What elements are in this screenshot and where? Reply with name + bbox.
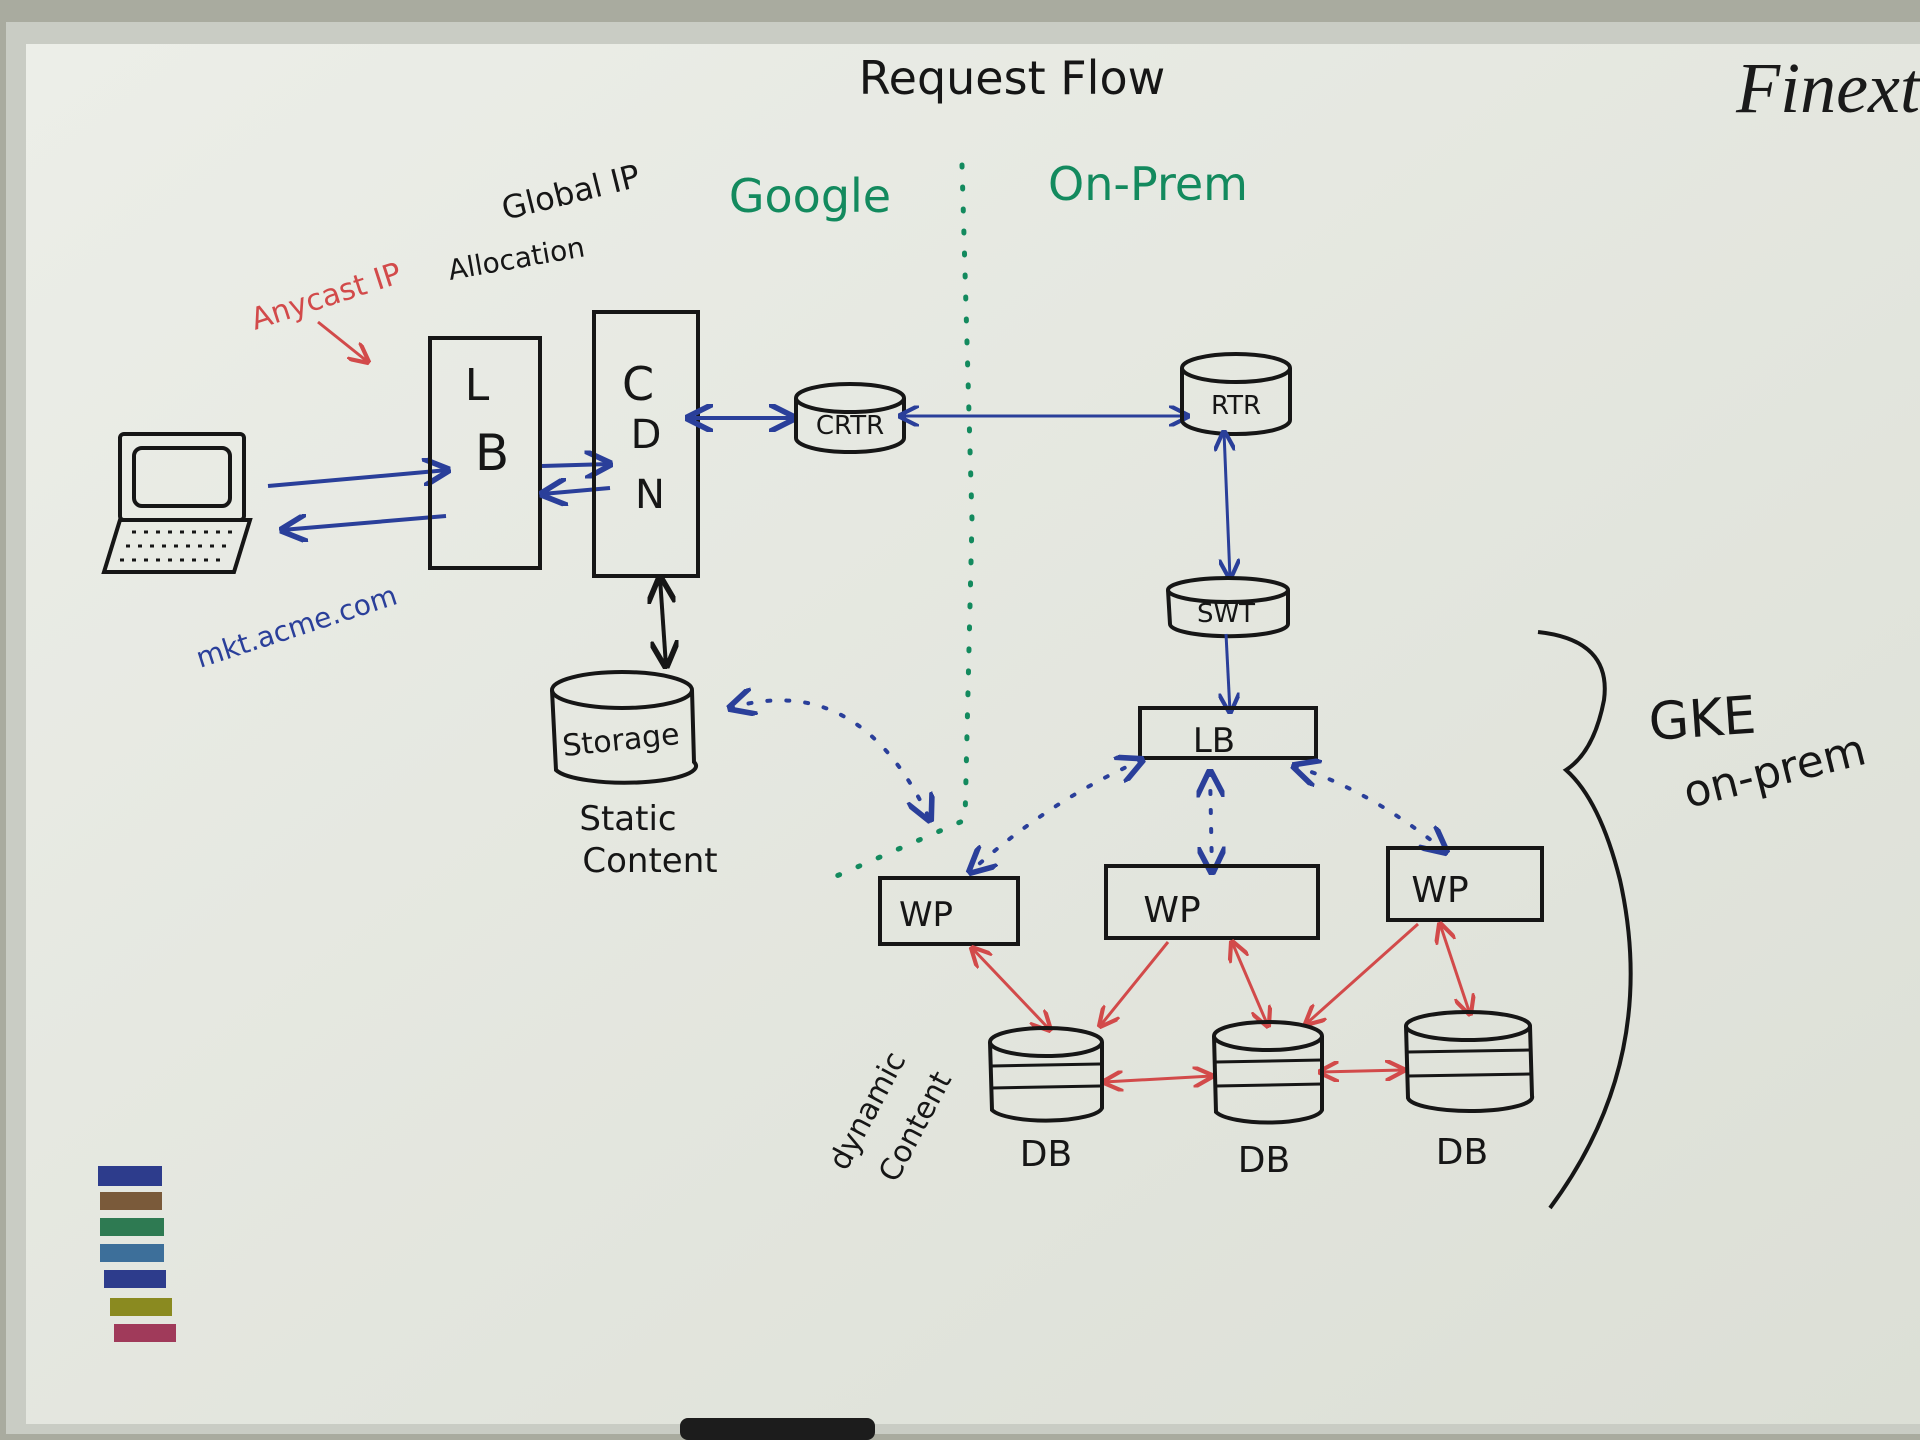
wp-box-2: WP bbox=[1104, 864, 1320, 940]
crtr-label: CRTR bbox=[816, 411, 884, 441]
arrow-lb-to-cdn bbox=[541, 464, 610, 466]
arrow-cdn-to-lb bbox=[542, 488, 611, 494]
db-cylinder-1 bbox=[988, 1026, 1104, 1123]
db2-label: DB bbox=[1238, 1140, 1290, 1181]
cdn-letter-c: C bbox=[622, 357, 654, 411]
title: Request Flow bbox=[859, 51, 1165, 105]
cdn-letter-d: D bbox=[631, 412, 662, 458]
gke-label: GKE bbox=[1647, 686, 1758, 753]
db3-label: DB bbox=[1436, 1132, 1488, 1173]
arrow-cdn-storage bbox=[660, 578, 666, 666]
wp1-label: WP bbox=[899, 895, 953, 935]
marker-tray-eraser bbox=[680, 1418, 875, 1440]
dotted-storage-to-wp bbox=[730, 700, 930, 820]
wp-db-connections bbox=[972, 924, 1470, 1082]
static-label-line2: Content bbox=[582, 841, 717, 881]
onprem-load-balancer: LB bbox=[1138, 706, 1318, 761]
google-load-balancer: L B bbox=[428, 336, 542, 570]
db-cylinder-3 bbox=[1404, 1010, 1535, 1114]
lb-letter-l: L bbox=[465, 360, 490, 411]
db-cylinder-2 bbox=[1212, 1020, 1324, 1125]
lb-letter-b: B bbox=[475, 424, 509, 482]
static-label-line1: Static bbox=[579, 799, 676, 839]
brand-logo: Finext bbox=[1735, 48, 1920, 128]
switch-swt: SWT bbox=[1166, 576, 1290, 639]
arrow-laptop-to-lb bbox=[267, 470, 448, 488]
arrow-swt-lb bbox=[1226, 633, 1230, 712]
sticky-tabs bbox=[98, 1166, 176, 1342]
cdn-letter-n: N bbox=[635, 472, 665, 518]
rtr-label: RTR bbox=[1211, 391, 1261, 421]
cloud-router-crtr: CRTR bbox=[794, 382, 906, 454]
google-onprem-divider bbox=[829, 162, 975, 881]
laptop-icon bbox=[101, 432, 253, 574]
arrow-rtr-swt bbox=[1224, 432, 1230, 578]
gke-brace bbox=[1537, 630, 1633, 1210]
wp-box-1: WP bbox=[878, 876, 1020, 946]
region-label-google: Google bbox=[729, 169, 891, 223]
db1-label: DB bbox=[1020, 1134, 1072, 1175]
onprem-lb-label: LB bbox=[1193, 721, 1235, 761]
wp3-label: WP bbox=[1411, 870, 1468, 911]
dotted-lb-to-wp3 bbox=[1294, 766, 1446, 852]
region-label-on-prem: On-Prem bbox=[1048, 157, 1248, 211]
wp2-label: WP bbox=[1143, 890, 1200, 931]
whiteboard-surface bbox=[26, 44, 1920, 1424]
anycast-arrow bbox=[317, 320, 368, 362]
swt-label: SWT bbox=[1197, 599, 1255, 629]
arrow-lb-to-laptop bbox=[282, 516, 447, 530]
